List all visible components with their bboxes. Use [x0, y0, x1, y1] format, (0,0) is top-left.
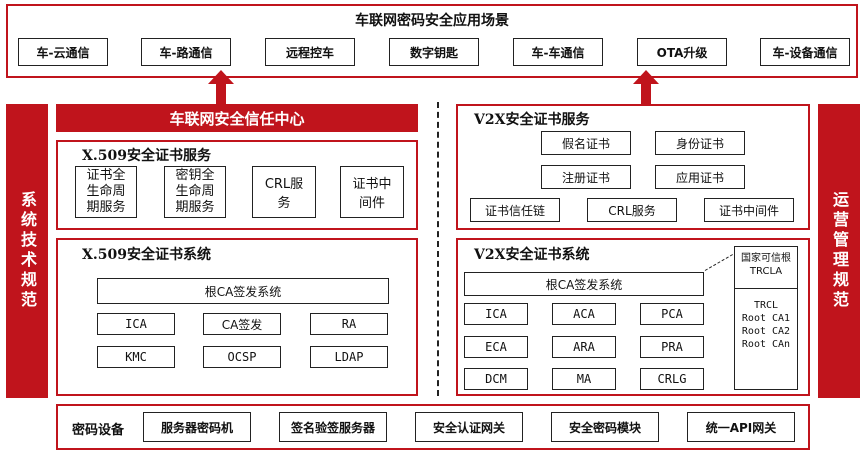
crypto-security-module: 安全密码模块 — [551, 412, 659, 442]
x509-ldap: LDAP — [310, 346, 388, 368]
scenario-item-v2c: 车-云通信 — [18, 38, 108, 66]
up-arrow-left — [208, 70, 234, 106]
v2x-ara: ARA — [552, 336, 616, 358]
v2x-pca: PCA — [640, 303, 704, 325]
up-arrow-right — [633, 70, 659, 106]
v2x-identity-cert: 身份证书 — [655, 131, 745, 155]
trust-center-bar: 车联网安全信任中心 — [56, 104, 418, 132]
v2x-root-ca: 根CA签发系统 — [464, 272, 704, 296]
crypto-auth-gateway: 安全认证网关 — [415, 412, 523, 442]
v2x-pra: PRA — [640, 336, 704, 358]
scenario-item-v2device: 车-设备通信 — [760, 38, 850, 66]
scenario-item-digital-key: 数字钥匙 — [389, 38, 479, 66]
crypto-title: 密码设备 — [72, 423, 125, 438]
v2x-crlg: CRLG — [640, 368, 704, 390]
x509-crl-service: CRL服务 — [252, 166, 316, 218]
scenario-item-v2r: 车-路通信 — [141, 38, 231, 66]
x509-ca-issue: CA签发 — [203, 313, 281, 335]
v2x-dcm: DCM — [464, 368, 528, 390]
scenario-item-v2v: 车-车通信 — [513, 38, 603, 66]
dashed-divider — [437, 102, 439, 396]
left-side-label: 系统技术规范 — [18, 191, 37, 311]
trcla-separator — [734, 288, 798, 289]
crypto-sign-verify-server: 签名验签服务器 — [279, 412, 387, 442]
trcl-line-4: Root CAn — [741, 339, 791, 350]
v2x-registration-cert: 注册证书 — [541, 165, 631, 189]
trcl-line-2: Root CA1 — [741, 313, 791, 324]
v2x-trust-chain: 证书信任链 — [470, 198, 560, 222]
right-side-bar: 运营管理规范 — [818, 104, 860, 398]
trcla-box — [734, 246, 798, 390]
x509-system-title: X.509安全证书系统 — [82, 247, 211, 263]
x509-ocsp: OCSP — [203, 346, 281, 368]
v2x-ica: ICA — [464, 303, 528, 325]
scenario-title: 车联网密码安全应用场景 — [355, 13, 509, 29]
scenario-item-ota: OTA升级 — [637, 38, 727, 66]
x509-ra: RA — [310, 313, 388, 335]
trcla-label: 国家可信根TRCLA — [741, 253, 791, 277]
v2x-application-cert: 应用证书 — [655, 165, 745, 189]
x509-middleware: 证书中间件 — [340, 166, 404, 218]
x509-lifecycle-cert: 证书全生命周期服务 — [75, 166, 137, 218]
trcl-line-1: TRCL — [753, 300, 779, 311]
x509-kmc: KMC — [97, 346, 175, 368]
x509-root-ca: 根CA签发系统 — [97, 278, 389, 304]
crypto-server-hsm: 服务器密码机 — [143, 412, 251, 442]
x509-ica: ICA — [97, 313, 175, 335]
x509-lifecycle-key: 密钥全生命周期服务 — [164, 166, 226, 218]
x509-service-title: X.509安全证书服务 — [82, 148, 211, 164]
left-side-bar: 系统技术规范 — [6, 104, 48, 398]
v2x-middleware: 证书中间件 — [704, 198, 794, 222]
trcl-line-3: Root CA2 — [741, 326, 791, 337]
crypto-api-gateway: 统一API网关 — [687, 412, 795, 442]
v2x-eca: ECA — [464, 336, 528, 358]
v2x-ma: MA — [552, 368, 616, 390]
v2x-pseudonym-cert: 假名证书 — [541, 131, 631, 155]
v2x-system-title: V2X安全证书系统 — [474, 247, 590, 263]
right-side-label: 运营管理规范 — [830, 191, 849, 311]
v2x-aca: ACA — [552, 303, 616, 325]
v2x-crl-service: CRL服务 — [587, 198, 677, 222]
v2x-service-title: V2X安全证书服务 — [474, 112, 590, 128]
scenario-item-remote-control: 远程控车 — [265, 38, 355, 66]
